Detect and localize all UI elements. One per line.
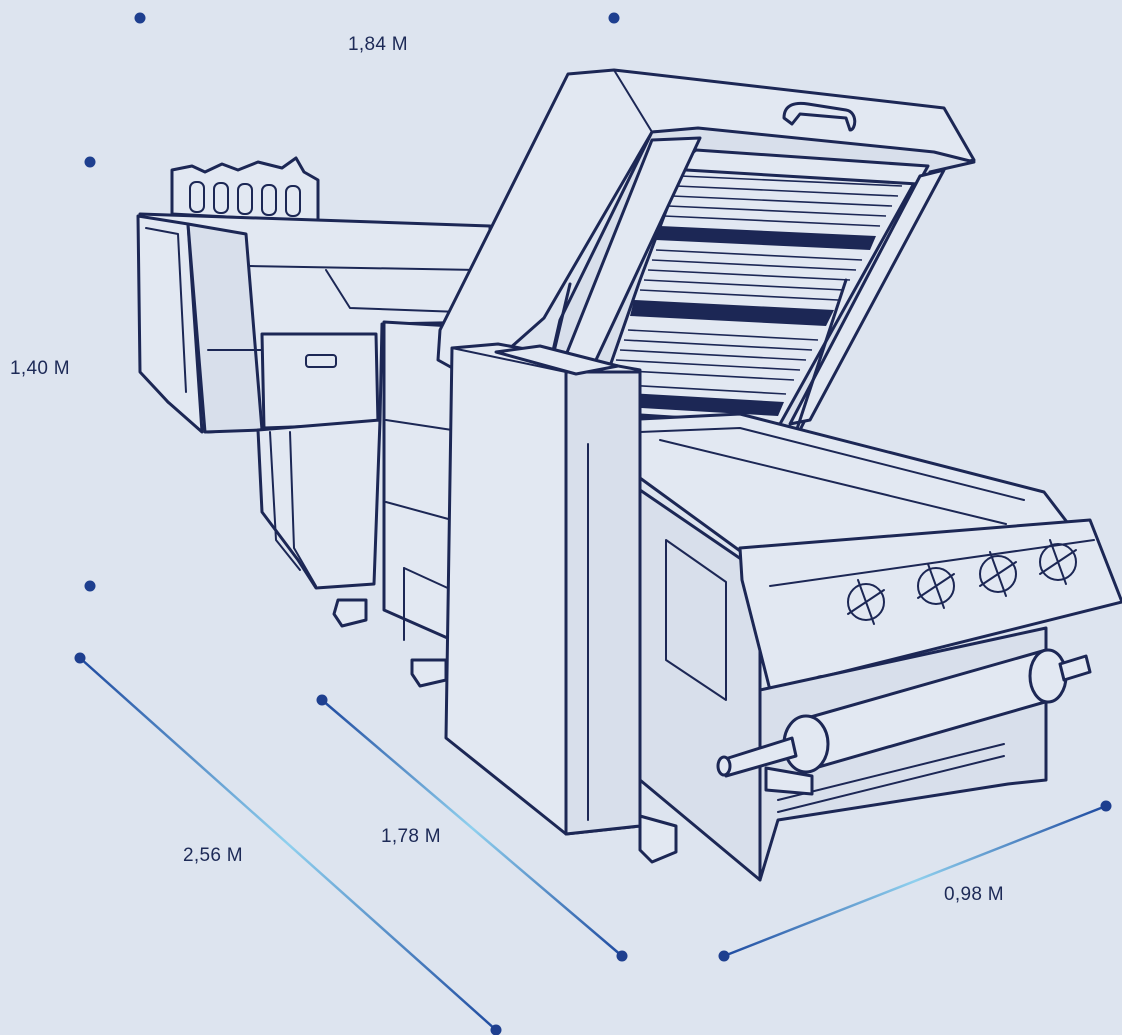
dimension-line-height bbox=[84, 156, 96, 592]
dimension-label-height: 1,40 M bbox=[10, 358, 70, 379]
machine-drawing bbox=[136, 68, 1122, 882]
main-bed bbox=[618, 412, 1122, 882]
roller bbox=[716, 648, 1092, 778]
dimension-line-front-width bbox=[718, 800, 1112, 962]
rear-feeder-unit bbox=[136, 156, 492, 688]
dimension-label-front-width: 0,98 M bbox=[944, 884, 1004, 905]
dimension-label-depth-outer: 2,56 M bbox=[183, 845, 243, 866]
dimension-label-top-width: 1,84 M bbox=[348, 34, 408, 55]
front-column bbox=[444, 342, 642, 836]
dimension-line-depth-outer bbox=[74, 652, 502, 1035]
dimension-line-depth-inner bbox=[316, 694, 628, 962]
control-knobs bbox=[847, 539, 1077, 625]
dimension-line-top-width bbox=[134, 12, 620, 24]
dimension-label-depth-inner: 1,78 M bbox=[381, 826, 441, 847]
open-lid bbox=[436, 68, 976, 434]
